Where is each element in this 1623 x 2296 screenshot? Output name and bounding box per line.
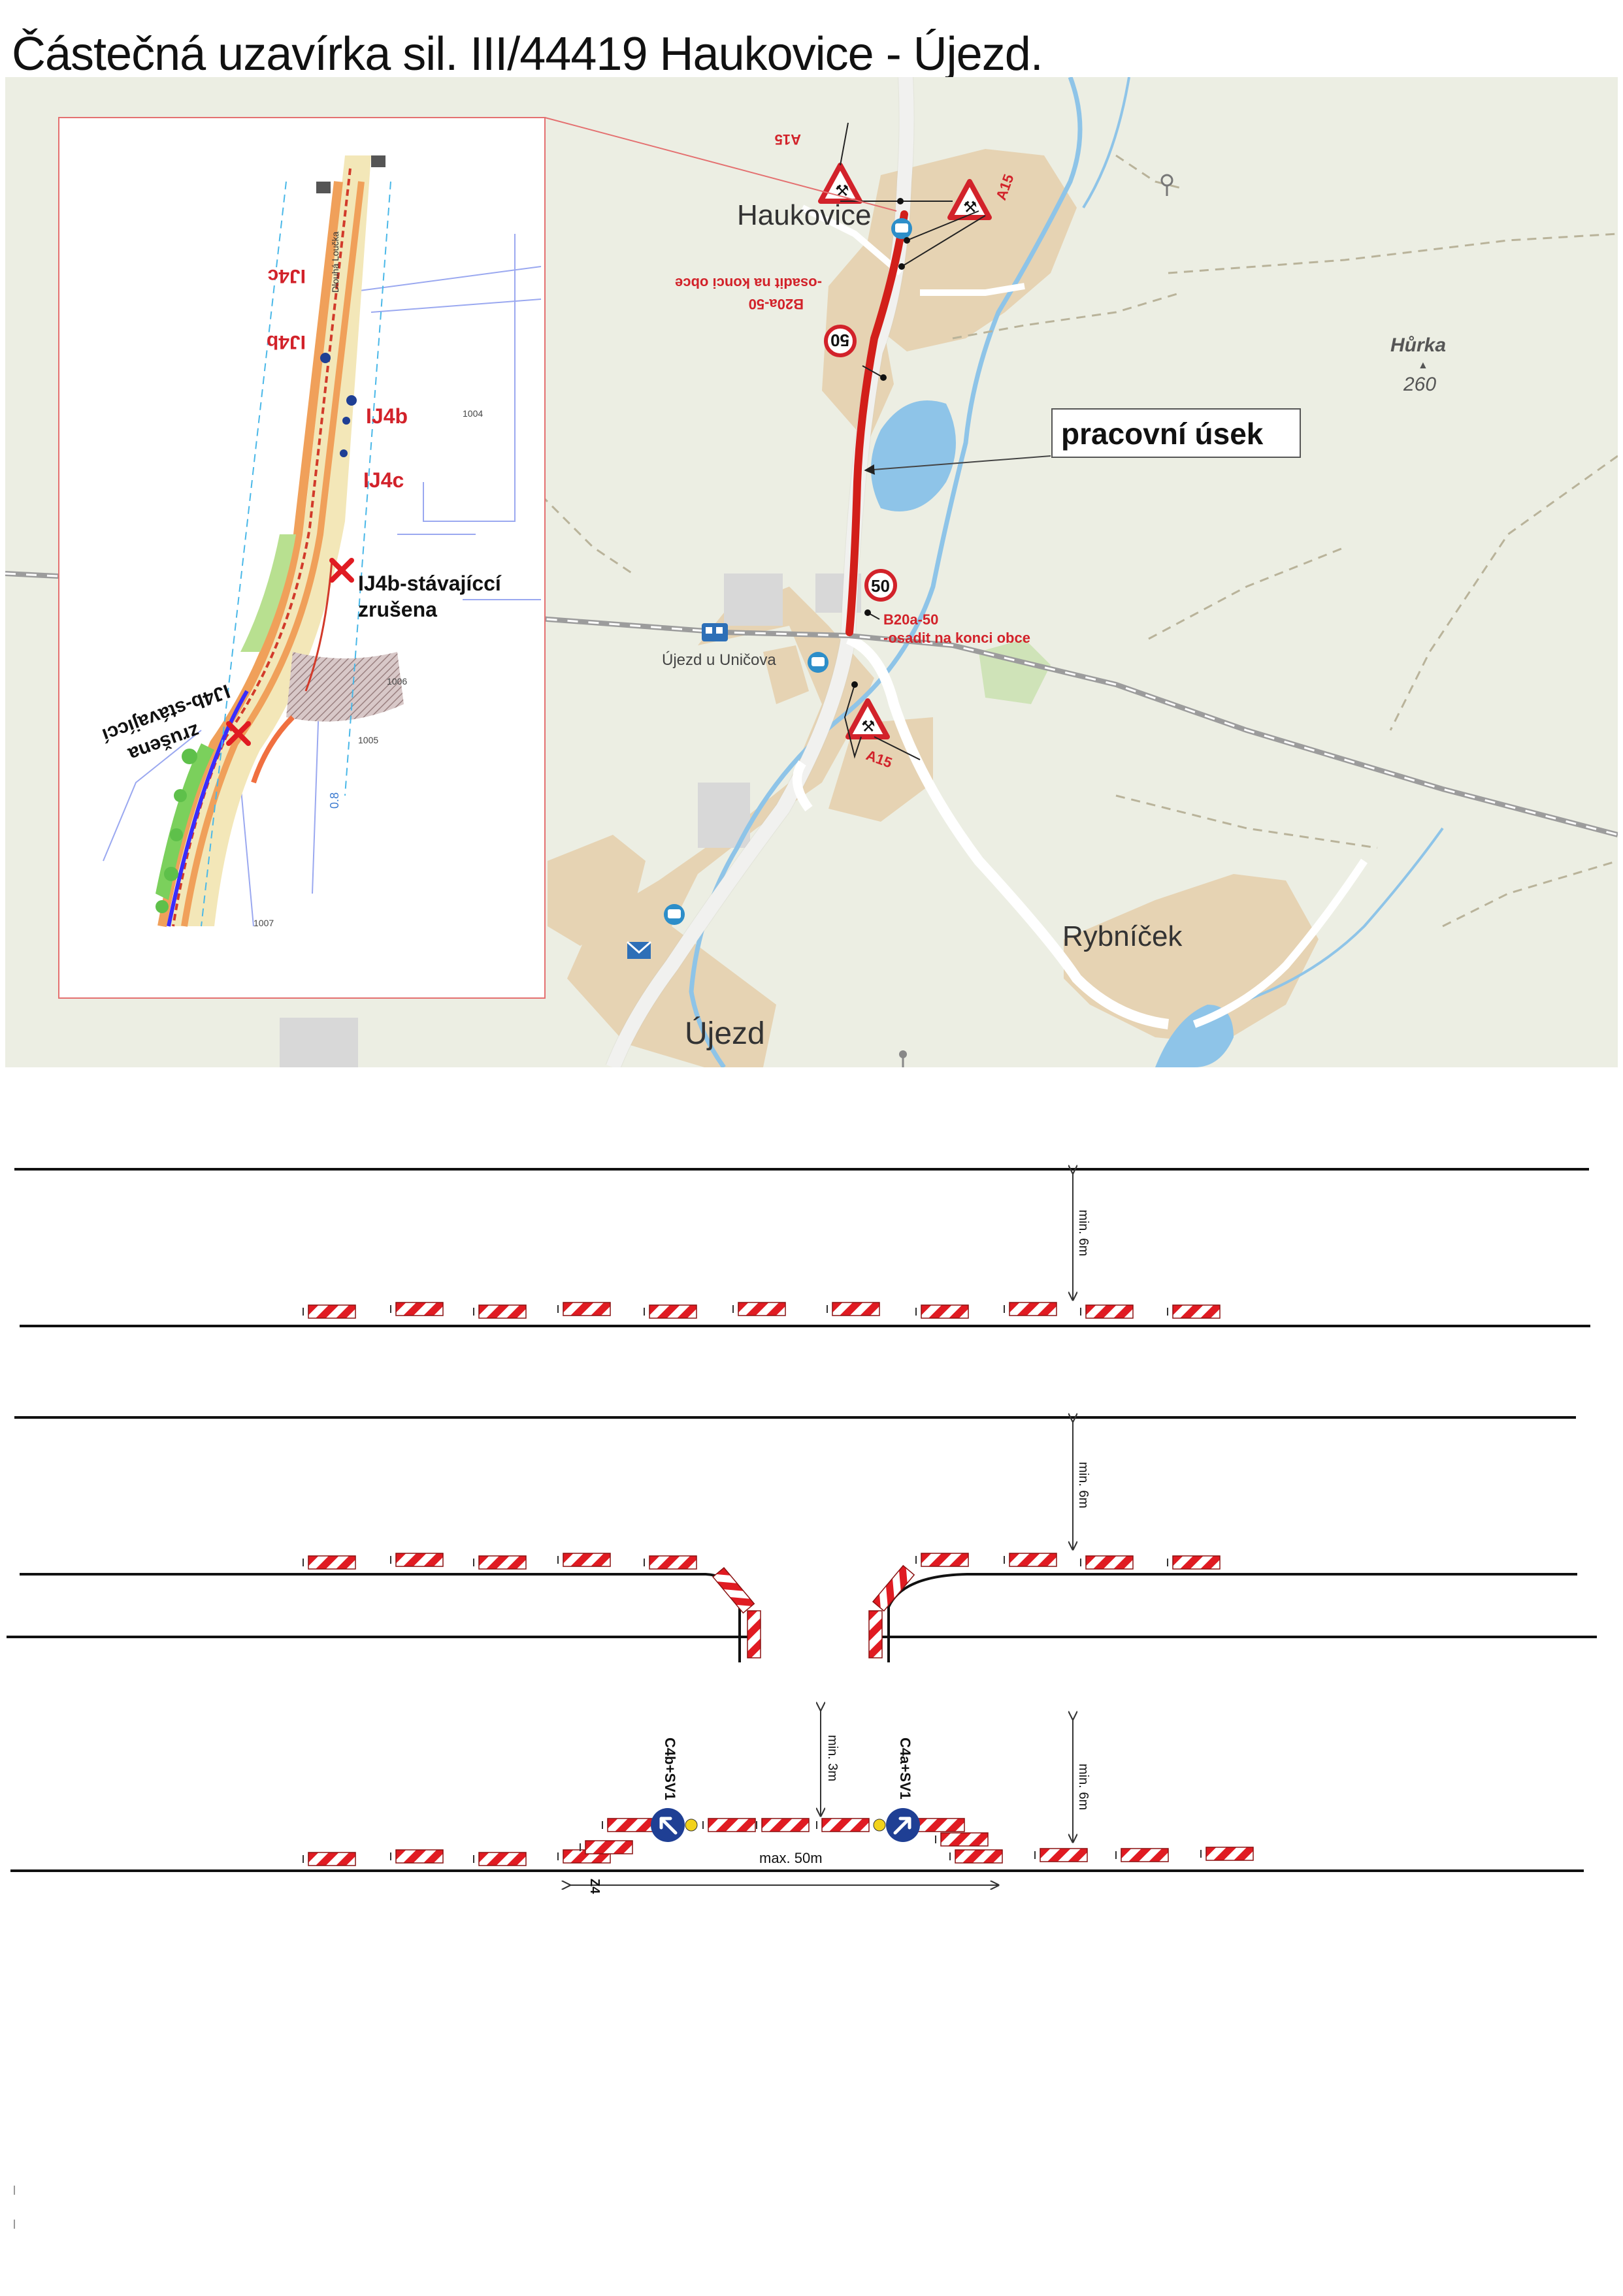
inset-label-ij4c-top: IJ4c bbox=[268, 265, 306, 287]
scheme-1-min-distance: min. 6m bbox=[1076, 1210, 1090, 1256]
scheme-3-max-50m: max. 50m bbox=[759, 1850, 823, 1866]
inset-label-ij4b-top: IJ4b bbox=[267, 331, 306, 353]
scheme-1-road: min. 6m bbox=[14, 1169, 1590, 1327]
removed-sign-cross-icon bbox=[226, 721, 251, 746]
scheme-2-road: min. 6m bbox=[7, 1417, 1597, 1662]
keep-left-sign-icon bbox=[651, 1808, 698, 1842]
inset-small-label-1006: 1006 bbox=[387, 676, 407, 687]
svg-text:50: 50 bbox=[830, 331, 849, 350]
leader-lines bbox=[840, 122, 986, 760]
train-station-icon bbox=[702, 623, 728, 641]
inset-small-label-1005: 1005 bbox=[358, 735, 378, 745]
inset-street-label: Dlouhá Loučka bbox=[330, 231, 340, 293]
place-label-hurka-elevation: 260 bbox=[1403, 374, 1436, 395]
bus-stop-icon bbox=[891, 218, 912, 239]
inset-label-removed-right: IJ4b-stávajíccí bbox=[358, 572, 502, 595]
inset-small-label-1004: 1004 bbox=[463, 408, 483, 419]
scheme-3-road: C4b+SV1 C4a+SV1 min. 3m min. 6m max. 50m… bbox=[10, 1710, 1584, 1894]
sign-label-b20a-north-note: -osadit na konci obce bbox=[675, 275, 822, 291]
peak-triangle-icon: ▲ bbox=[1418, 360, 1428, 371]
roadwork-warning-sign-icon: ⚒ bbox=[947, 179, 992, 220]
inset-label-ij4b-mid: IJ4b bbox=[366, 404, 408, 428]
scheme-3-min-6m: min. 6m bbox=[1076, 1764, 1090, 1810]
scheme-2-barriers bbox=[303, 1553, 1221, 1658]
keep-right-sign-icon bbox=[873, 1808, 920, 1842]
bus-stop-icon bbox=[808, 652, 828, 673]
scheme-3-sign-label-c4b: C4b+SV1 bbox=[662, 1738, 678, 1800]
svg-text:⚒: ⚒ bbox=[963, 199, 977, 216]
place-label-ujezd: Újezd bbox=[685, 1016, 765, 1051]
inset-small-label-1007: 1007 bbox=[254, 918, 274, 928]
bus-stop-icon bbox=[664, 904, 685, 925]
inset-connector-line bbox=[544, 117, 897, 212]
sign-label-b20a-south-note: -osadit na konci obce bbox=[883, 630, 1030, 646]
sign-label-b20a-north: B20a-50 bbox=[749, 296, 804, 312]
place-label-rybnicek: Rybníček bbox=[1062, 920, 1183, 952]
speed-limit-sign-icon: 50 bbox=[864, 569, 897, 602]
scheme-3-sign-label-c4a: C4a+SV1 bbox=[897, 1738, 913, 1800]
tracks bbox=[540, 154, 1618, 928]
page-title: Částečná uzavírka sil. III/44419 Haukovi… bbox=[12, 28, 1043, 80]
inset-label-removed-right-2: zrušena bbox=[358, 598, 437, 621]
roadwork-warning-sign-icon: ⚒ bbox=[845, 698, 890, 739]
svg-text:⚒: ⚒ bbox=[861, 718, 876, 736]
svg-text:50: 50 bbox=[871, 576, 890, 596]
callout-box bbox=[1051, 408, 1301, 458]
work-section-line bbox=[845, 210, 908, 636]
closure-schemes: min. 6m min. 6m bbox=[7, 1110, 1597, 2229]
map-canvas[interactable]: Haukovice Hůrka ▲ 260 Újezd u Uničova Ry… bbox=[5, 77, 1618, 1067]
viewpoint-icon bbox=[1160, 174, 1173, 196]
removed-sign-cross-icon bbox=[329, 558, 354, 583]
inset-label-ij4c-mid: IJ4c bbox=[363, 468, 404, 492]
place-label-haukovice: Haukovice bbox=[737, 199, 871, 231]
callout-label: pracovní úsek bbox=[1061, 417, 1264, 451]
tower-icon bbox=[899, 1050, 907, 1067]
post-office-icon bbox=[627, 941, 651, 959]
scheme-2-min-distance: min. 6m bbox=[1076, 1462, 1090, 1508]
scheme-3-min-3m: min. 3m bbox=[825, 1735, 840, 1781]
speed-limit-sign-icon: 50 bbox=[824, 325, 857, 357]
scheme-3-z4-label: Z4 bbox=[587, 1879, 602, 1894]
callout-pointer bbox=[864, 455, 1051, 475]
place-label-hurka: Hůrka bbox=[1390, 334, 1446, 356]
inset-detail-plan[interactable]: 1004 1005 1006 1007 0.8 Dlouhá Loučka IJ… bbox=[58, 117, 546, 999]
scheme-1-barriers bbox=[303, 1302, 1221, 1319]
place-label-ujezd-station: Újezd u Uničova bbox=[662, 651, 776, 669]
map-panel[interactable]: Haukovice Hůrka ▲ 260 Újezd u Uničova Ry… bbox=[5, 77, 1618, 1067]
inset-small-label-08: 0.8 bbox=[328, 792, 341, 809]
sign-label-b20a-south: B20a-50 bbox=[883, 611, 938, 628]
sign-label-a15-top: A15 bbox=[775, 131, 801, 148]
leader-dots bbox=[851, 198, 910, 688]
